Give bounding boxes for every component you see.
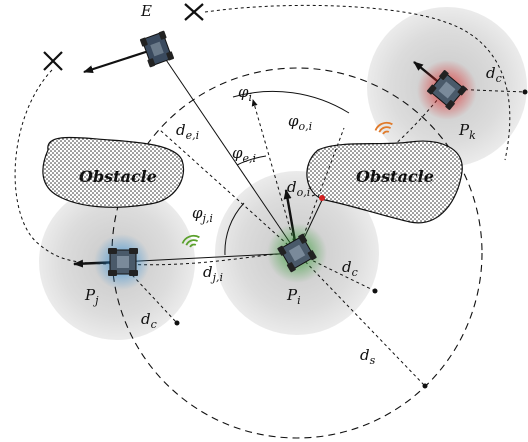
obstacle-left-shape — [42, 136, 184, 208]
d-c-k-label: dc — [486, 64, 502, 85]
radius-dot-i — [372, 288, 378, 294]
d-s-label: ds — [360, 346, 376, 367]
d-ei-label: de,i — [176, 121, 199, 142]
arc-phi-ji — [224, 202, 245, 256]
robot-k-label: Pk — [458, 121, 476, 142]
arc-phi-ei — [236, 155, 267, 166]
d-c-i-label: dc — [342, 258, 358, 279]
phi-ji-label: φj,i — [192, 204, 213, 225]
radius-line-s — [296, 252, 426, 387]
obstacle-right-label: Obstacle — [356, 167, 434, 186]
robot-i-icon — [277, 233, 317, 273]
ray-to-obstacle-left — [159, 129, 298, 254]
radius-dot-j — [174, 320, 180, 326]
obstacle-left-label: Obstacle — [79, 167, 157, 186]
phi-ei-label: φe,i — [232, 144, 256, 165]
robot-j-icon — [108, 248, 138, 276]
heading-arrow-evader — [83, 46, 159, 74]
radius-dot-s — [422, 383, 428, 389]
robot-i-label: Pi — [286, 286, 301, 307]
wifi-icon-green — [181, 234, 200, 248]
obstacle-nearest-point — [319, 195, 325, 201]
radius-dot-k — [522, 89, 528, 95]
d-oi-label: do,i — [287, 178, 310, 199]
evader-robot-icon — [139, 30, 175, 68]
evader-label: E — [140, 2, 152, 20]
phi-i-label: φi — [238, 83, 252, 104]
line-d-ei — [157, 47, 298, 254]
robot-j-label: Pj — [84, 286, 99, 307]
ray-phi-oi — [296, 127, 345, 254]
robot-k-icon — [426, 70, 468, 110]
goal-x-marker-top — [184, 3, 204, 21]
evader-path-right — [204, 4, 511, 161]
arc-phi-i — [232, 90, 350, 114]
goal-x-marker-left — [43, 51, 63, 71]
wifi-icon-orange — [374, 121, 393, 135]
phi-oi-label: φo,i — [288, 112, 312, 133]
d-c-j-label: dc — [141, 310, 157, 331]
d-ji-label: dj,i — [203, 263, 223, 284]
